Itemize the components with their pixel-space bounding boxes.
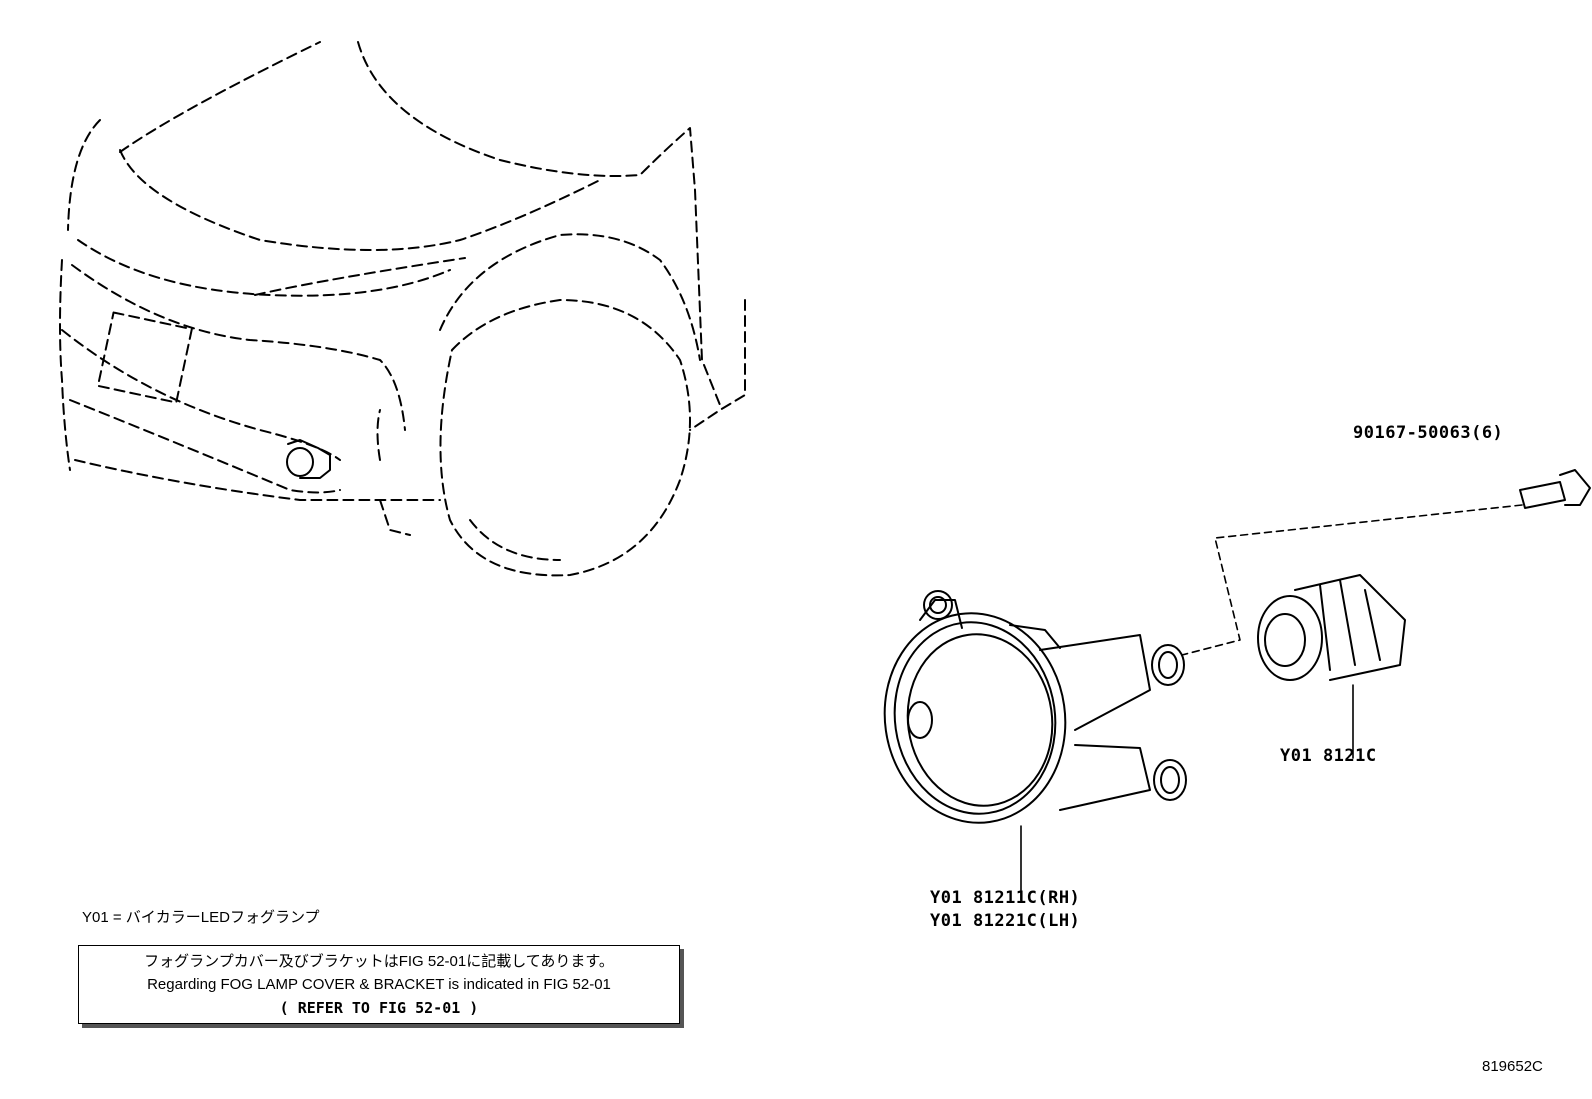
- vehicle-outline: [59, 41, 746, 577]
- reference-note: フォグランプカバー及びブラケットはFIG 52-01に記載してあります。 Reg…: [78, 945, 680, 1024]
- part-number-bulb[interactable]: Y01 8121C: [1280, 746, 1377, 766]
- bolt: [1519, 469, 1591, 509]
- fog-lamp-bulb: [1257, 574, 1406, 681]
- note-english: Regarding FOG LAMP COVER & BRACKET is in…: [147, 976, 611, 993]
- leader-lines: [1020, 504, 1523, 901]
- part-number-bolt[interactable]: 90167-50063(6): [1353, 423, 1504, 443]
- part-number-lamp-rh[interactable]: Y01 81211C(RH): [930, 888, 1081, 908]
- fog-lamp-assembly: [883, 590, 1187, 824]
- fog-lamp-on-vehicle: [286, 439, 331, 479]
- code-legend: Y01 = バイカラーLEDフォグランプ: [82, 909, 320, 926]
- note-japanese: フォグランプカバー及びブラケットはFIG 52-01に記載してあります。: [144, 953, 614, 970]
- note-refer-link[interactable]: ( REFER TO FIG 52-01 ): [279, 999, 479, 1017]
- figure-id: 819652C: [1482, 1058, 1543, 1075]
- part-number-lamp-lh[interactable]: Y01 81221C(LH): [930, 911, 1081, 931]
